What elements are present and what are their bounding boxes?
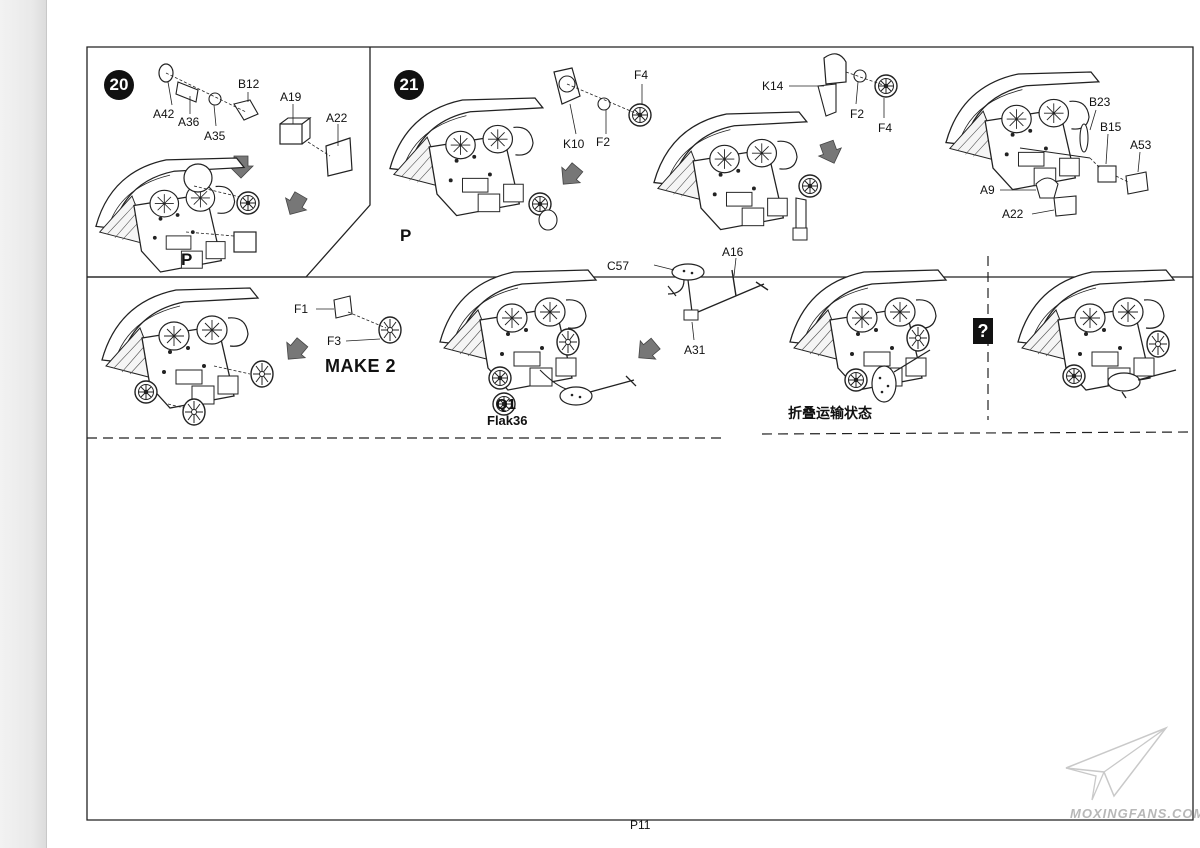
label-a31: A31 [684, 343, 706, 357]
variant-name: Flak36 [487, 413, 528, 428]
binding-edge [0, 0, 46, 848]
label-f1: F1 [294, 302, 309, 316]
step-20-badge: 20 [104, 70, 134, 100]
label-f2: F2 [596, 135, 611, 149]
label-b12: B12 [238, 77, 260, 91]
make-two-note: MAKE 2 [325, 356, 397, 376]
binding-edge-line [46, 0, 47, 848]
variant-code: Q1 [496, 396, 517, 413]
label-f4: F4 [634, 68, 649, 82]
label-a9: A9 [980, 183, 995, 197]
assembly-code-p: P [181, 250, 193, 269]
label-a36: A36 [178, 115, 200, 129]
step-21-badge: 21 [394, 70, 424, 100]
transport-state-caption: 折叠运输状态 [788, 405, 872, 421]
label-b23: B23 [1089, 95, 1111, 109]
watermark: MOXINGFANS.COM [1070, 806, 1200, 821]
label-f2: F2 [850, 107, 865, 121]
unknown-step-marker: ? [973, 318, 993, 344]
label-a53: A53 [1130, 138, 1152, 152]
label-a22: A22 [326, 111, 348, 125]
assembly-code-p: P [400, 226, 412, 245]
page-number: P11 [630, 818, 651, 832]
label-a22: A22 [1002, 207, 1024, 221]
label-k14: K14 [762, 79, 784, 93]
label-f3: F3 [327, 334, 342, 348]
label-f4: F4 [878, 121, 893, 135]
label-a35: A35 [204, 129, 226, 143]
label-a42: A42 [153, 107, 175, 121]
label-a16: A16 [722, 245, 744, 259]
label-c57: C57 [607, 259, 630, 273]
label-a19: A19 [280, 90, 302, 104]
label-b15: B15 [1100, 120, 1122, 134]
label-k10: K10 [563, 137, 585, 151]
